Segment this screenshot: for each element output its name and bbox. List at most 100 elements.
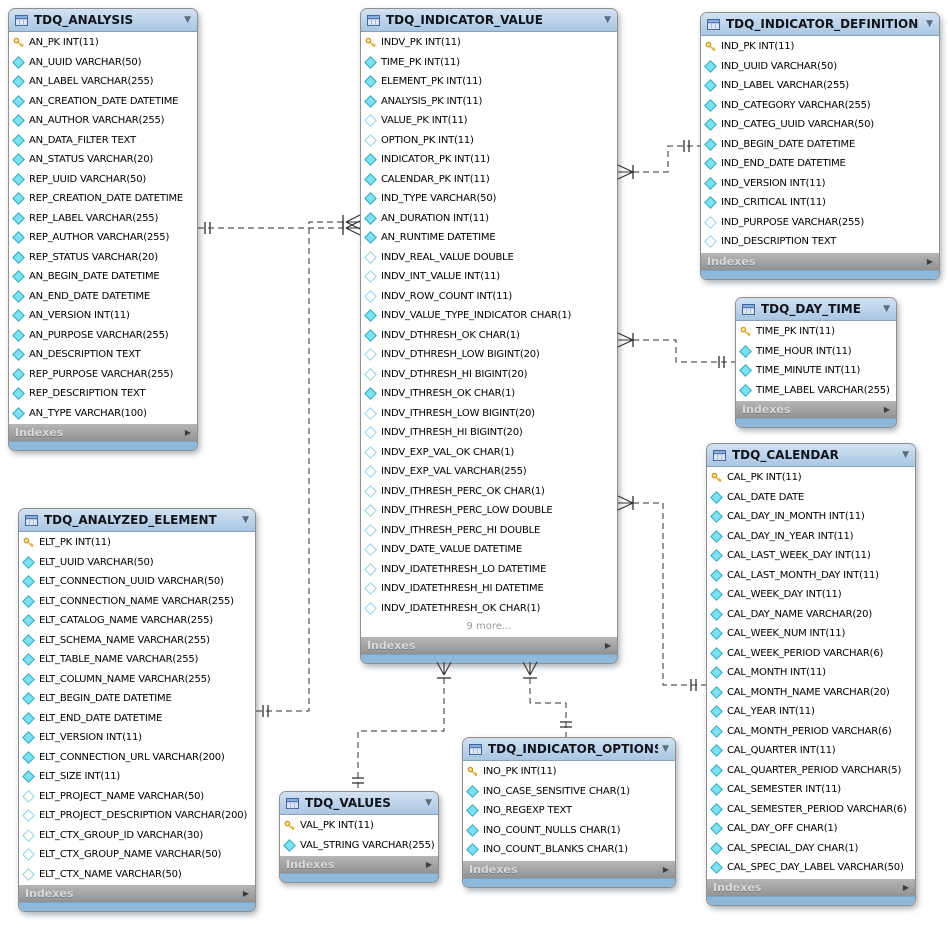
relationship-tdq-indicator-value-tdq-indicator-options[interactable] bbox=[522, 661, 572, 737]
column-label: ELT_CONNECTION_URL VARCHAR(200) bbox=[39, 751, 225, 763]
column-label: INDV_PK INT(11) bbox=[381, 37, 461, 49]
columns-list: INO_PK INT(11)INO_CASE_SENSITIVE CHAR(1)… bbox=[463, 761, 675, 861]
column-row: AN_PURPOSE VARCHAR(255) bbox=[9, 326, 197, 346]
open-diamond-icon bbox=[22, 789, 35, 803]
collapse-arrow-icon[interactable]: ▼ bbox=[425, 798, 432, 808]
table-tdq-values[interactable]: TDQ_VALUES▼VAL_PK INT(11)VAL_STRING VARC… bbox=[279, 791, 439, 883]
filled-diamond-icon bbox=[704, 176, 717, 190]
indexes-footer[interactable]: Indexes▶ bbox=[736, 401, 896, 418]
relationship-tdq-indicator-value-tdq-indicator-definition[interactable] bbox=[617, 140, 700, 180]
filled-diamond-icon bbox=[710, 705, 723, 719]
table-tdq-analyzed-element[interactable]: TDQ_ANALYZED_ELEMENT▼ELT_PK INT(11)ELT_U… bbox=[18, 508, 256, 912]
collapse-arrow-icon[interactable]: ▼ bbox=[604, 15, 611, 25]
indexes-footer[interactable]: Indexes▶ bbox=[701, 252, 939, 270]
open-diamond-icon bbox=[22, 848, 35, 862]
expand-arrow-icon: ▶ bbox=[425, 860, 432, 869]
indexes-footer[interactable]: Indexes▶ bbox=[463, 860, 675, 878]
column-row: TIME_MINUTE INT(11) bbox=[736, 361, 896, 381]
table-title: TDQ_DAY_TIME bbox=[761, 302, 861, 316]
column-row: CAL_QUARTER INT(11) bbox=[707, 741, 915, 761]
table-header[interactable]: TDQ_CALENDAR▼ bbox=[707, 444, 915, 467]
table-icon bbox=[713, 449, 726, 461]
open-diamond-icon bbox=[364, 543, 377, 557]
column-row: IND_PK INT(11) bbox=[701, 37, 939, 57]
column-label: CAL_PK INT(11) bbox=[727, 472, 802, 484]
relationship-tdq-indicator-value-tdq-calendar[interactable] bbox=[617, 495, 706, 691]
collapse-arrow-icon[interactable]: ▼ bbox=[883, 304, 890, 314]
table-tdq-indicator-options[interactable]: TDQ_INDICATOR_OPTIONS▼INO_PK INT(11)INO_… bbox=[462, 737, 676, 888]
table-tdq-indicator-definition[interactable]: TDQ_INDICATOR_DEFINITION▼IND_PK INT(11) I… bbox=[700, 12, 940, 280]
open-diamond-icon bbox=[364, 523, 377, 537]
column-label: INDV_REAL_VALUE DOUBLE bbox=[381, 251, 514, 263]
indexes-footer[interactable]: Indexes▶ bbox=[19, 885, 255, 902]
collapse-arrow-icon[interactable]: ▼ bbox=[902, 450, 909, 460]
filled-diamond-icon bbox=[364, 75, 377, 89]
open-diamond-icon bbox=[364, 250, 377, 264]
column-row: INO_CASE_SENSITIVE CHAR(1) bbox=[463, 782, 675, 802]
column-label: CAL_SEMESTER_PERIOD VARCHAR(6) bbox=[727, 803, 907, 815]
filled-diamond-icon bbox=[364, 94, 377, 108]
primary-key-icon bbox=[13, 38, 24, 48]
column-label: REP_UUID VARCHAR(50) bbox=[29, 173, 147, 185]
relationship-tdq-analyzed-element-tdq-indicator-value[interactable] bbox=[256, 214, 361, 717]
column-label: VALUE_PK INT(11) bbox=[381, 115, 468, 127]
column-row: ELT_UUID VARCHAR(50) bbox=[19, 553, 255, 573]
column-row: ELT_END_DATE DATETIME bbox=[19, 709, 255, 729]
column-row: CAL_DAY_NAME VARCHAR(20) bbox=[707, 605, 915, 625]
table-tdq-analysis[interactable]: TDQ_ANALYSIS▼AN_PK INT(11)AN_UUID VARCHA… bbox=[8, 8, 198, 451]
column-row: IND_CRITICAL INT(11) bbox=[701, 193, 939, 213]
column-row: ELT_SIZE INT(11) bbox=[19, 767, 255, 787]
relationship-tdq-indicator-value-tdq-day-time[interactable] bbox=[617, 332, 735, 368]
relationship-tdq-indicator-value-tdq-values[interactable] bbox=[352, 661, 452, 791]
filled-diamond-icon bbox=[466, 784, 479, 798]
column-label: CAL_SEMESTER INT(11) bbox=[727, 784, 841, 796]
column-row: CAL_DAY_IN_MONTH INT(11) bbox=[707, 507, 915, 527]
filled-diamond-icon bbox=[710, 822, 723, 836]
table-tdq-day-time[interactable]: TDQ_DAY_TIME▼TIME_PK INT(11)TIME_HOUR IN… bbox=[735, 297, 897, 428]
filled-diamond-icon bbox=[364, 55, 377, 69]
table-header[interactable]: TDQ_INDICATOR_VALUE▼ bbox=[361, 9, 617, 32]
table-header[interactable]: TDQ_DAY_TIME ▼ bbox=[736, 298, 896, 321]
collapse-arrow-icon[interactable]: ▼ bbox=[662, 744, 669, 754]
filled-diamond-icon bbox=[364, 172, 377, 186]
collapse-arrow-icon[interactable]: ▼ bbox=[242, 515, 249, 525]
column-row: INDV_REAL_VALUE DOUBLE bbox=[361, 248, 617, 268]
column-label: AN_DESCRIPTION TEXT bbox=[29, 349, 141, 361]
table-bottom-strip bbox=[736, 418, 896, 427]
relationship-tdq-analysis-tdq-indicator-value[interactable] bbox=[198, 220, 361, 236]
table-tdq-calendar[interactable]: TDQ_CALENDAR▼CAL_PK INT(11)CAL_DATE DATE… bbox=[706, 443, 916, 906]
column-row: INO_REGEXP TEXT bbox=[463, 801, 675, 821]
indexes-footer[interactable]: Indexes▶ bbox=[361, 637, 617, 654]
more-columns-indicator[interactable]: 9 more... bbox=[466, 621, 512, 632]
column-label: ELT_BEGIN_DATE DATETIME bbox=[39, 693, 172, 705]
column-label: AN_DURATION INT(11) bbox=[381, 212, 489, 224]
primary-key-icon bbox=[740, 327, 751, 337]
open-diamond-icon bbox=[364, 133, 377, 147]
collapse-arrow-icon[interactable]: ▼ bbox=[184, 15, 191, 25]
column-label: VAL_STRING VARCHAR(255) bbox=[300, 839, 435, 851]
table-tdq-indicator-value[interactable]: TDQ_INDICATOR_VALUE▼INDV_PK INT(11)TIME_… bbox=[360, 8, 618, 664]
table-header[interactable]: TDQ_INDICATOR_DEFINITION▼ bbox=[701, 13, 939, 36]
filled-diamond-icon bbox=[710, 763, 723, 777]
filled-diamond-icon bbox=[22, 692, 35, 706]
columns-list: INDV_PK INT(11)TIME_PK INT(11)ELEMENT_PK… bbox=[361, 32, 617, 637]
collapse-arrow-icon[interactable]: ▼ bbox=[926, 19, 933, 29]
table-header[interactable]: TDQ_VALUES▼ bbox=[280, 792, 438, 815]
indexes-footer[interactable]: Indexes▶ bbox=[280, 856, 438, 873]
open-diamond-icon bbox=[364, 445, 377, 459]
table-header[interactable]: TDQ_ANALYSIS▼ bbox=[9, 9, 197, 32]
table-header[interactable]: TDQ_INDICATOR_OPTIONS▼ bbox=[463, 738, 675, 761]
column-row: OPTION_PK INT(11) bbox=[361, 131, 617, 151]
column-label: IND_DESCRIPTION TEXT bbox=[721, 236, 837, 248]
indexes-footer[interactable]: Indexes▶ bbox=[707, 878, 915, 896]
column-label: IND_VERSION INT(11) bbox=[721, 177, 826, 189]
indexes-label: Indexes bbox=[367, 639, 416, 652]
indexes-footer[interactable]: Indexes▶ bbox=[9, 424, 197, 441]
indexes-label: Indexes bbox=[713, 880, 762, 894]
filled-diamond-icon bbox=[12, 94, 25, 108]
table-header[interactable]: TDQ_ANALYZED_ELEMENT▼ bbox=[19, 509, 255, 532]
open-diamond-icon bbox=[364, 426, 377, 440]
table-bottom-strip bbox=[280, 873, 438, 882]
column-row: AN_DESCRIPTION TEXT bbox=[9, 345, 197, 365]
column-label: CAL_LAST_WEEK_DAY INT(11) bbox=[727, 550, 871, 562]
